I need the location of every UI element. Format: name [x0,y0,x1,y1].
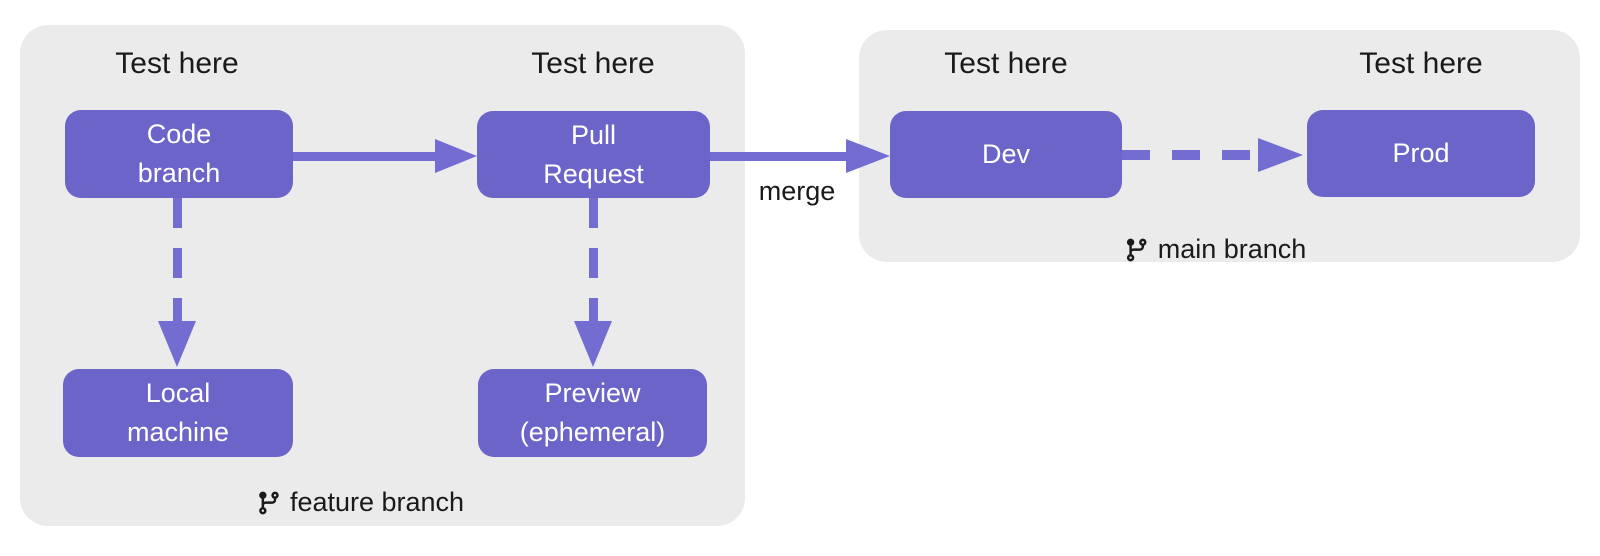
arrow-code-to-local-head [158,321,196,367]
node-preview-line1: Preview [544,378,641,408]
node-prod-label: Prod [1392,138,1450,168]
test-here-label-code-branch: Test here [115,47,239,80]
node-preview-ephemeral: Preview (ephemeral) [478,369,707,457]
feature-branch-label-text: feature branch [289,487,465,517]
test-here-label-pull-request: Test here [531,47,655,80]
node-code-branch: Code branch [65,110,293,198]
node-preview-line2: (ephemeral) [519,417,666,447]
node-pull-request-line1: Pull [570,119,617,150]
node-code-branch-line2: branch [137,158,221,188]
node-local-machine-line2: machine [126,417,230,447]
node-local-machine: Local machine [63,369,293,457]
arrow-code-to-local-shaft [173,198,182,324]
node-prod: Prod [1307,110,1535,197]
main-branch-label: main branch [1124,234,1307,265]
node-code-branch-line1: Code [146,119,212,149]
git-branch-icon [259,491,279,514]
arrow-dev-to-prod-head [1258,138,1303,172]
test-here-label-prod: Test here [1359,47,1483,80]
test-here-label-dev: Test here [944,47,1068,80]
arrow-pr-to-preview-head [574,321,612,367]
merge-edge-label: merge [758,176,836,206]
feature-branch-label: feature branch [256,487,464,518]
node-local-machine-line1: Local [145,378,211,408]
arrow-code-to-pr-shaft [293,152,439,161]
git-branch-icon [1126,238,1147,261]
main-branch-label-text: main branch [1157,234,1307,264]
arrow-code-to-pr-head [435,139,477,173]
arrow-pr-to-preview-shaft [589,198,598,324]
arrow-dev-to-prod-shaft [1122,150,1258,160]
node-pull-request: Pull Request [477,111,710,198]
node-dev-label: Dev [981,139,1030,169]
node-dev: Dev [890,111,1122,198]
node-pull-request-line2: Request [543,158,644,189]
arrow-merge-head [846,139,890,173]
arrow-merge-shaft [710,152,848,161]
